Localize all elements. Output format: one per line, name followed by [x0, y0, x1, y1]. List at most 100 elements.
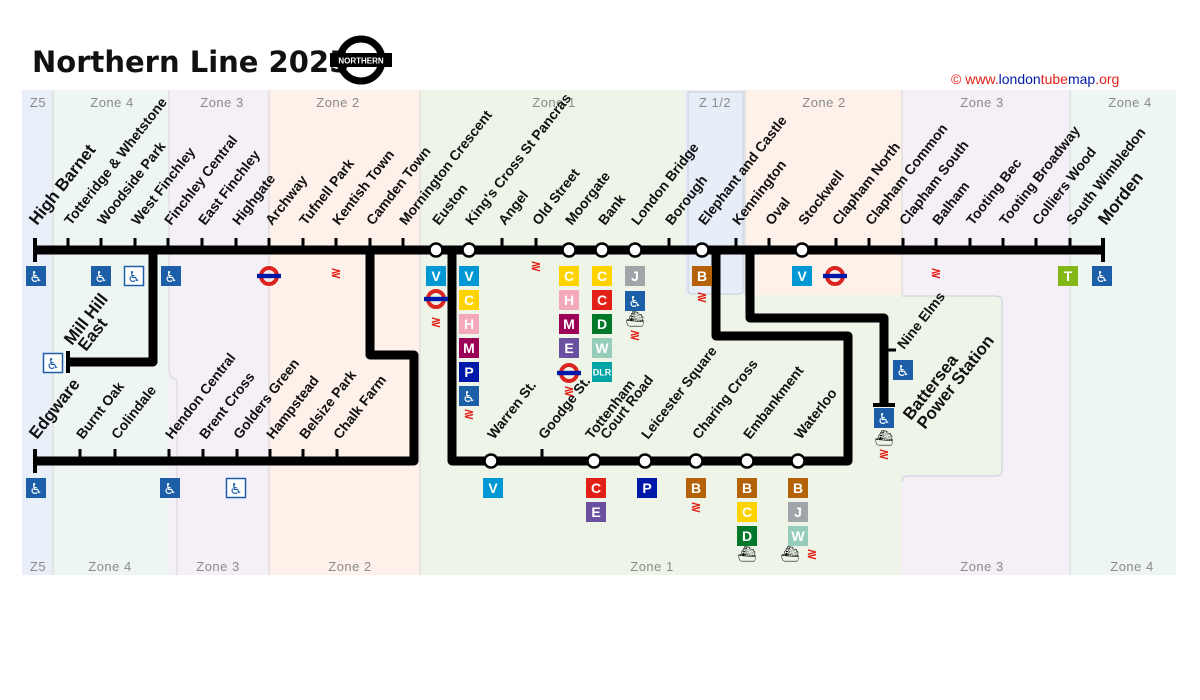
svg-text:H: H — [464, 316, 474, 332]
national-rail-icon: ≷ — [331, 266, 342, 281]
national-rail-icons: ≷ ≷ ≷ ≷ ≷ ≷ ≷ ≷ ≷ ≷ ≷ — [331, 259, 942, 562]
zone-label: Zone 1 — [630, 559, 673, 574]
interchange-chips: V V C H M P C H M E C C D W DLR J B V T … — [426, 266, 1078, 546]
page-title: Northern Line 2025 — [32, 45, 349, 79]
svg-text:W: W — [595, 340, 609, 356]
interchange-charing-cross — [688, 453, 704, 469]
svg-text:J: J — [794, 504, 802, 520]
copyright-link[interactable]: © www.londontubemap.org — [951, 71, 1119, 87]
svg-text:V: V — [431, 268, 441, 284]
zone-label: Z5 — [30, 559, 46, 574]
svg-text:C: C — [597, 292, 607, 308]
svg-text:♿: ♿ — [46, 355, 59, 373]
interchange-elephant — [694, 242, 710, 258]
svg-text:C: C — [464, 292, 474, 308]
zone-label: Zone 2 — [802, 95, 845, 110]
interchange-waterloo — [790, 453, 806, 469]
interchange-bank — [594, 242, 610, 258]
waterloo-city-line-chip: W — [592, 338, 612, 358]
hammersmith-city-line-chip: H — [559, 290, 579, 310]
dlr-chip: DLR — [592, 362, 612, 382]
jubilee-line-chip: J — [788, 502, 808, 522]
central-line-chip: C — [592, 290, 612, 310]
svg-text:B: B — [742, 480, 752, 496]
wheelchair-outline-icon: ♿ — [42, 352, 64, 374]
northern-roundel-logo: NORTHERN — [330, 35, 392, 85]
svg-text:C: C — [591, 480, 601, 496]
roundel-label: NORTHERN — [338, 57, 384, 66]
national-rail-icon: ≷ — [630, 328, 641, 343]
zone-label: Zone 4 — [90, 95, 133, 110]
svg-text:♿: ♿ — [29, 480, 42, 498]
svg-text:V: V — [488, 480, 498, 496]
svg-text:♿: ♿ — [877, 410, 890, 428]
svg-text:♿: ♿ — [94, 268, 107, 286]
zone-label: Zone 1 — [532, 95, 575, 110]
accessibility-icons: ♿ ♿ ♿ ♿ ♿ ♿ ♿ ♿ ♿ ♿ ♿ ♿ ♿ — [26, 265, 1112, 499]
zone-labels-bottom: Z5 Zone 4 Zone 3 Zone 2 Zone 1 Zone 3 Zo… — [30, 559, 1153, 574]
svg-text:DLR: DLR — [593, 368, 612, 378]
piccadilly-line-chip: P — [637, 478, 657, 498]
underground-roundel-icon — [257, 266, 281, 286]
svg-text:V: V — [464, 268, 474, 284]
central-line-chip: C — [586, 478, 606, 498]
national-rail-icon: ≷ — [464, 407, 475, 422]
victoria-line-chip: V — [792, 266, 812, 286]
zone-label: Zone 3 — [960, 559, 1003, 574]
interchange-moorgate — [561, 242, 577, 258]
svg-text:B: B — [697, 268, 707, 284]
national-rail-icon: ≷ — [531, 259, 542, 274]
waterloo-city-line-chip: W — [788, 526, 808, 546]
svg-text:M: M — [463, 340, 475, 356]
svg-text:♿: ♿ — [29, 268, 42, 286]
svg-text:♿: ♿ — [164, 268, 177, 286]
svg-text:C: C — [742, 504, 752, 520]
svg-text:♿: ♿ — [896, 362, 909, 380]
national-rail-icon: ≷ — [931, 266, 942, 281]
copyright-tube: tube — [1041, 71, 1068, 87]
wheelchair-outline-icon: ♿ — [225, 477, 247, 499]
bakerloo-line-chip: B — [692, 266, 712, 286]
zone-label: Zone 2 — [316, 95, 359, 110]
wheelchair-icon: ♿ — [91, 266, 111, 286]
hammersmith-city-line-chip: H — [459, 314, 479, 334]
svg-text:B: B — [793, 480, 803, 496]
riverboat-icon: ⛴ — [780, 545, 799, 563]
svg-text:E: E — [564, 340, 573, 356]
tram-chip: T — [1058, 266, 1078, 286]
underground-roundel-icon — [557, 363, 581, 383]
svg-text:B: B — [691, 480, 701, 496]
riverboat-icons: ⛴ ⛴ ⛴ ⛴ — [625, 310, 893, 563]
wheelchair-icon: ♿ — [26, 478, 46, 498]
elizabeth-line-chip: E — [559, 338, 579, 358]
svg-text:♿: ♿ — [628, 293, 641, 311]
svg-text:♿: ♿ — [1095, 268, 1108, 286]
interchange-embankment — [739, 453, 755, 469]
metropolitan-line-chip: M — [559, 314, 579, 334]
circle-line-chip: C — [592, 266, 612, 286]
zone-label: Zone 3 — [200, 95, 243, 110]
national-rail-icon: ≷ — [807, 547, 818, 562]
svg-text:P: P — [642, 480, 651, 496]
svg-text:H: H — [564, 292, 574, 308]
interchange-leicester-sq — [637, 453, 653, 469]
district-line-chip: D — [592, 314, 612, 334]
zone-label: Zone 3 — [196, 559, 239, 574]
zone-label: Z5 — [30, 95, 46, 110]
svg-text:♿: ♿ — [462, 388, 475, 406]
svg-text:J: J — [631, 268, 639, 284]
svg-text:E: E — [591, 504, 600, 520]
svg-text:W: W — [791, 528, 805, 544]
wheelchair-outline-icon: ♿ — [123, 265, 145, 287]
national-rail-icon: ≷ — [697, 290, 708, 305]
bakerloo-line-chip: B — [686, 478, 706, 498]
piccadilly-line-chip: P — [459, 362, 479, 382]
zone-label: Zone 4 — [88, 559, 131, 574]
wheelchair-icon: ♿ — [26, 266, 46, 286]
interchange-euston — [428, 242, 444, 258]
svg-text:D: D — [742, 528, 752, 544]
interchange-london-bridge — [627, 242, 643, 258]
interchange-tcr — [586, 453, 602, 469]
national-rail-icon: ≷ — [879, 447, 890, 462]
riverboat-icon: ⛴ — [625, 310, 644, 328]
